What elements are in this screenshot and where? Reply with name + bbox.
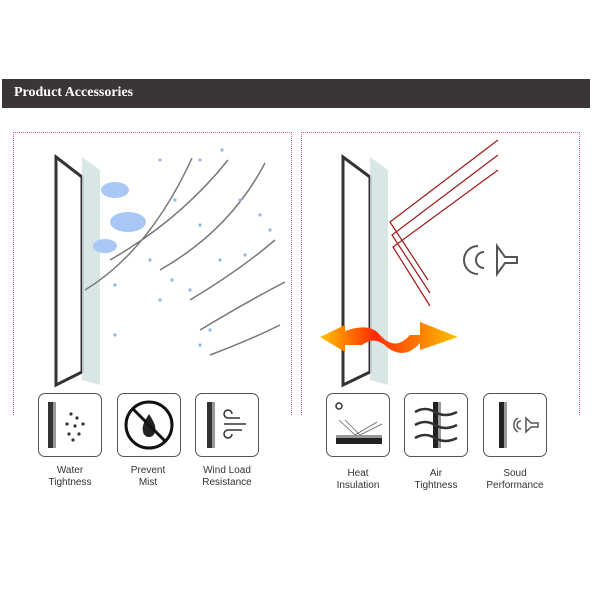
right-window-illustration — [320, 139, 518, 388]
section-header: Product Accessories — [2, 79, 590, 108]
heat-insulation-icon — [326, 393, 390, 457]
prevent-mist-icon — [117, 393, 181, 457]
air-tightness-icon — [404, 393, 468, 457]
panel-heat-sound — [301, 132, 580, 415]
left-window-illustration — [54, 148, 286, 388]
section-title: Product Accessories — [14, 85, 134, 100]
water-tightness-icon — [38, 393, 102, 457]
speaker-icon — [463, 242, 518, 278]
panel-water-wind — [13, 132, 292, 415]
wind-load-icon — [195, 393, 259, 457]
sound-performance-icon — [483, 393, 547, 457]
